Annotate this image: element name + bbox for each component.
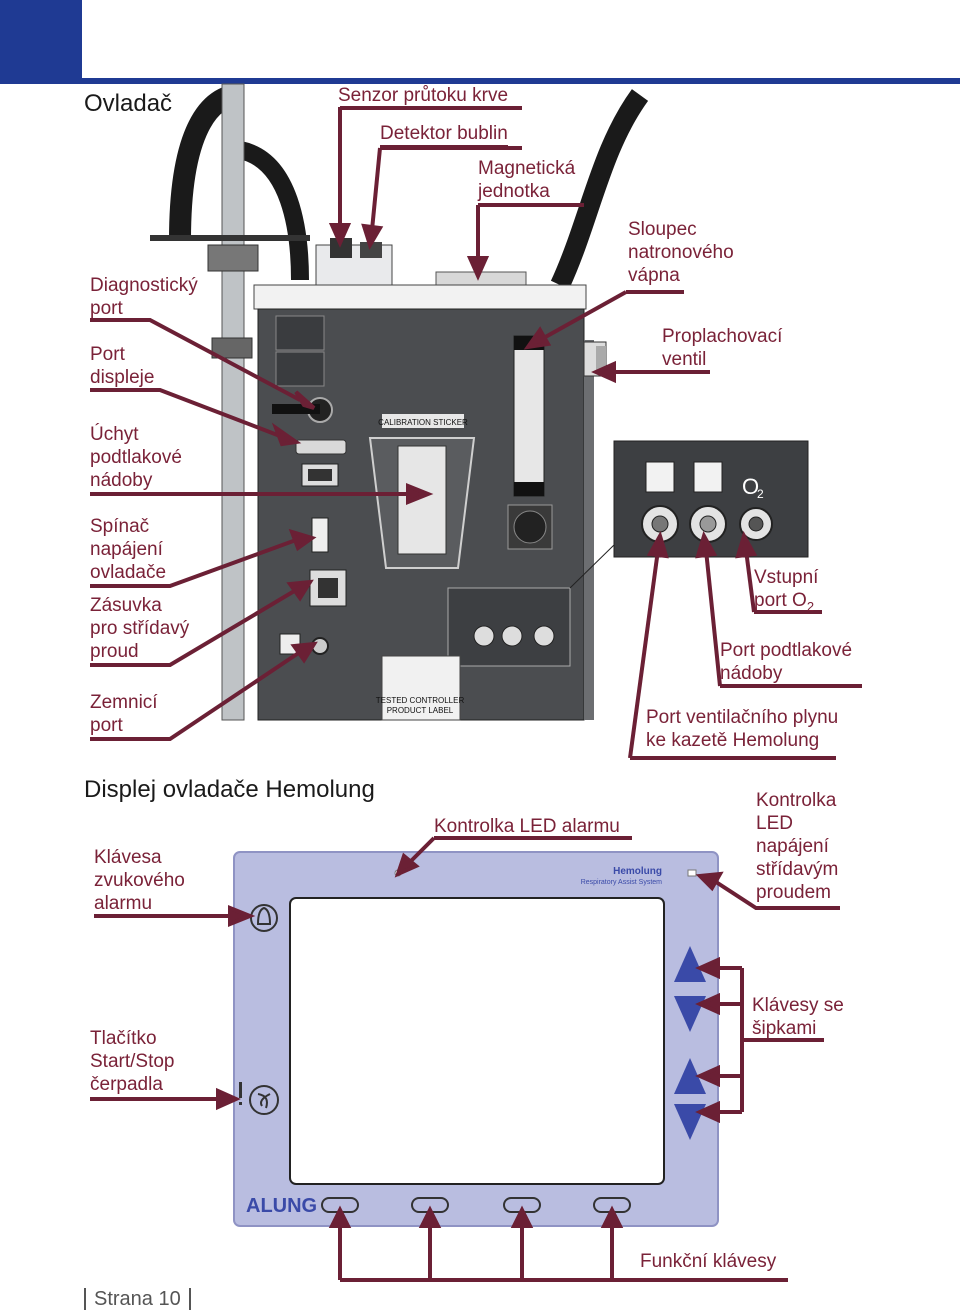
section-title-display: Displej ovladače Hemolung [84, 776, 375, 803]
label-ac-power-led: Kontrolka LED napájení střídavým proudem [756, 790, 839, 903]
label-vacuum-bottle-holder: Úchyt podtlakové nádoby [90, 424, 182, 491]
header-accent-block [0, 0, 82, 84]
label-function-keys: Funkční klávesy [640, 1251, 777, 1272]
page-number: Strana 10 [84, 1288, 191, 1310]
label-alarm-led: Kontrolka LED alarmu [434, 816, 620, 837]
calibration-sticker-text: CALIBRATION STICKER [378, 418, 468, 427]
label-power-switch: Spínač napájení ovladače [90, 516, 167, 583]
label-flush-valve: Proplachovací ventil [662, 326, 783, 370]
page-footer: Strana 10 [84, 1288, 191, 1311]
label-arrow-keys: Klávesy se šipkami [752, 995, 844, 1039]
label-ac-socket: Zásuvka pro střídavý proud [90, 595, 190, 662]
label-ground-port: Zemnicí port [90, 692, 158, 736]
label-magnetic-unit: Magnetická jednotka [478, 158, 576, 202]
label-blood-flow-sensor: Senzor průtoku krve [338, 84, 509, 110]
o2-symbol: O [742, 474, 759, 499]
o2-subscript: 2 [757, 487, 764, 501]
brand-hemolung: Hemolung [613, 866, 662, 877]
label-diagnostic-port: Diagnostický port [90, 275, 198, 319]
label-bubble-detector: Detektor bublin [380, 122, 508, 148]
section-title-controller: Ovladač [84, 90, 173, 117]
label-soda-lime-column: Sloupec natronového vápna [628, 219, 734, 286]
alung-logo: ALUNG [246, 1195, 317, 1217]
label-audio-alarm-key: Klávesa zvukového alarmu [94, 847, 185, 914]
label-o2-inlet-port: Vstupní port O2 [754, 567, 819, 614]
label-ventilation-gas-port: Port ventilačního plynu ke kazetě Hemolu… [646, 707, 839, 751]
page-header [0, 0, 960, 84]
label-vacuum-bottle-port: Port podtlakové nádoby [720, 640, 853, 684]
header-accent-line [82, 78, 960, 84]
brand-subtitle: Respiratory Assist System [581, 879, 662, 886]
label-display-port: Port displeje [90, 344, 155, 388]
label-pump-start-stop: Tlačítko Start/Stop čerpadla [90, 1028, 175, 1095]
